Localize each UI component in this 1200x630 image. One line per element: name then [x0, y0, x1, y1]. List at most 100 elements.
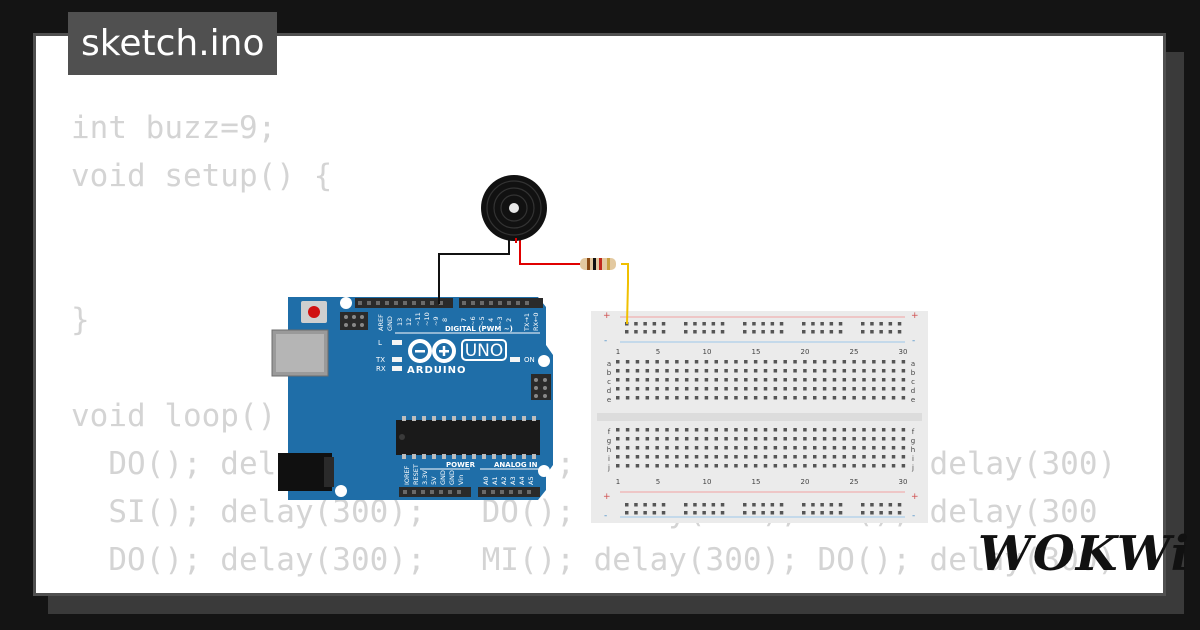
breadboard-hole — [625, 437, 630, 441]
breadboard-hole — [811, 503, 815, 507]
uno-badge — [461, 339, 507, 361]
breadboard-hole — [645, 437, 650, 441]
code-line: SI(); delay(300); DO(); delay(300); SI()… — [71, 584, 1116, 593]
breadboard-hole — [625, 428, 630, 432]
piezo-buzzer[interactable] — [481, 175, 547, 243]
breadboard-hole — [634, 511, 638, 515]
breadboard-hole — [724, 428, 728, 432]
file-tab[interactable]: sketch.ino — [68, 12, 278, 75]
breadboard-hole — [888, 503, 893, 507]
breadboard-hole — [744, 360, 748, 364]
breadboard-hole — [761, 322, 765, 326]
breadboard-hole — [714, 378, 718, 382]
breadboard-hole — [897, 503, 902, 507]
breadboard-hole — [783, 446, 787, 450]
breadboard-hole — [744, 446, 748, 450]
breadboard-hole — [773, 455, 778, 459]
breadboard-hole — [694, 455, 699, 459]
wire-signal — [516, 237, 580, 265]
breadboard-hole — [684, 396, 689, 400]
power-jack — [278, 453, 332, 491]
breadboard-hole — [852, 360, 856, 364]
breadboard-hole — [813, 360, 817, 364]
breadboard-hole — [842, 437, 847, 441]
breadboard-hole — [802, 503, 806, 507]
arduino-logo — [408, 339, 456, 363]
breadboard-hole — [862, 455, 866, 459]
breadboard-center-channel — [597, 413, 922, 421]
row-label: i — [608, 455, 610, 463]
breadboard-hole — [811, 330, 815, 334]
breadboard-hole — [743, 511, 747, 515]
breadboard-hole — [881, 378, 886, 382]
breadboard-hole — [616, 378, 620, 382]
breadboard-hole — [832, 378, 837, 382]
breadboard-hole — [763, 387, 768, 391]
breadboard-hole — [702, 322, 706, 326]
breadboard-hole — [643, 511, 647, 515]
breadboard-hole — [702, 330, 706, 334]
wire-ground — [438, 238, 510, 304]
breadboard-hole — [820, 511, 824, 515]
reset-button[interactable] — [301, 301, 327, 323]
breadboard-hole — [832, 387, 837, 391]
breadboard-hole — [743, 330, 747, 334]
breadboard-hole — [881, 369, 886, 373]
breadboard-hole — [665, 396, 669, 400]
breadboard-hole — [693, 503, 697, 507]
breadboard-hole — [842, 378, 847, 382]
breadboard-hole — [813, 369, 817, 373]
pin-label: Vin — [457, 475, 465, 485]
wokwi-logo: WOKWi — [978, 526, 1191, 582]
row-label: i — [912, 455, 914, 463]
resistor[interactable] — [580, 258, 616, 270]
breadboard-hole — [891, 446, 896, 450]
breadboard-hole — [694, 446, 699, 450]
row-label: d — [911, 387, 915, 395]
pin-label: IOREF — [403, 465, 411, 485]
bottom-pin-labels: IOREF RESET 3.3V 5V GND GND Vin A0 A1 A2… — [403, 464, 535, 485]
breadboard-hole — [891, 369, 896, 373]
rail-minus-label: - — [604, 511, 607, 521]
breadboard-hole — [872, 369, 876, 373]
breadboard-hole — [744, 369, 748, 373]
breadboard-hole — [675, 396, 679, 400]
breadboard-hole — [714, 369, 718, 373]
breadboard-hole — [897, 511, 902, 515]
breadboard-hole — [694, 360, 699, 364]
breadboard-hole — [822, 437, 827, 441]
breadboard-hole — [634, 503, 638, 507]
breadboard-hole — [763, 455, 768, 459]
column-label: 1 — [616, 478, 620, 486]
breadboard-hole — [881, 446, 886, 450]
breadboard-hole — [842, 387, 847, 391]
arduino-uno[interactable]: AREF GND 13 12 ~11 ~10 ~9 8 7 ~6 ~5 4 ~3… — [271, 297, 553, 500]
breadboard-hole — [803, 360, 807, 364]
icsp-header-2 — [531, 374, 551, 400]
breadboard-hole — [625, 330, 629, 334]
breadboard-hole — [773, 369, 778, 373]
breadboard-hole — [813, 464, 817, 468]
breadboard-hole — [832, 446, 837, 450]
breadboard-hole — [763, 437, 768, 441]
breadboard-hole — [655, 455, 659, 459]
pin-label: A0 — [482, 476, 490, 485]
breadboard-hole — [763, 396, 768, 400]
pin-label: A2 — [500, 476, 508, 485]
breadboard-hole — [862, 428, 866, 432]
breadboard-hole — [625, 446, 630, 450]
pin-label: ~9 — [432, 316, 440, 326]
breadboard-hole — [734, 428, 738, 432]
breadboard-hole — [684, 455, 689, 459]
row-label: e — [911, 396, 915, 404]
breadboard[interactable]: + + - - + + - - 1 5 10 15 20 25 30 1 5 1… — [591, 311, 928, 523]
breadboard-hole — [872, 428, 876, 432]
breadboard-hole — [635, 455, 640, 459]
breadboard-hole — [891, 437, 896, 441]
breadboard-hole — [652, 322, 657, 326]
pin-label: A5 — [527, 476, 535, 485]
row-label: f — [912, 428, 915, 436]
breadboard-hole — [901, 455, 906, 459]
breadboard-hole — [761, 511, 765, 515]
breadboard-hole — [881, 455, 886, 459]
